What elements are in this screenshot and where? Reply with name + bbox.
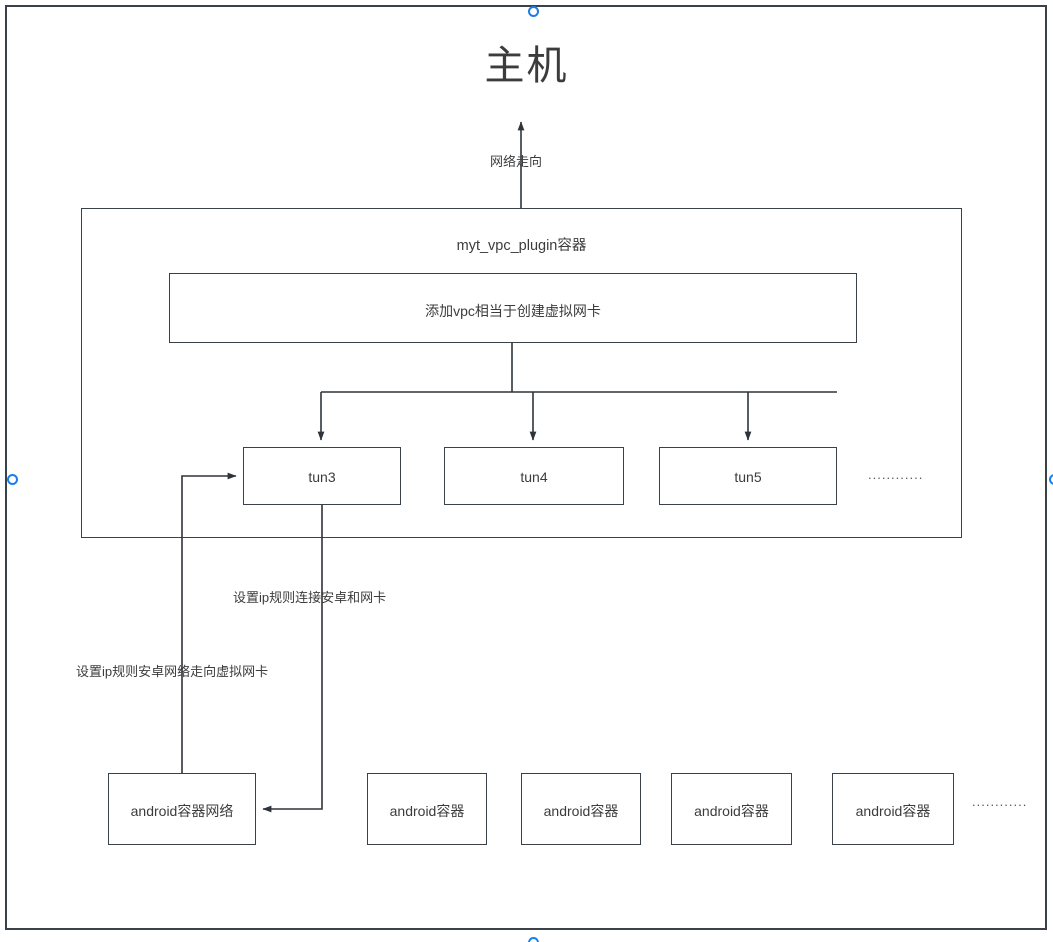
android-box-label: android容器 bbox=[855, 803, 931, 819]
tun-box-label: tun5 bbox=[734, 469, 762, 485]
vpc-description-label: 添加vpc相当于创建虚拟网卡 bbox=[425, 303, 601, 319]
android-container-network-box[interactable]: android容器网络 bbox=[108, 773, 256, 845]
edge-label-ip-rule-link: 设置ip规则连接安卓和网卡 bbox=[233, 590, 387, 605]
diagram-title: 主机 bbox=[484, 44, 569, 88]
android-box-label: android容器 bbox=[543, 803, 619, 819]
tun-box-tun5[interactable]: tun5 bbox=[659, 447, 837, 505]
tun-row-ellipsis: ............ bbox=[868, 467, 924, 482]
vpc-description-box[interactable]: 添加vpc相当于创建虚拟网卡 bbox=[169, 273, 857, 343]
android-container-box[interactable]: android容器 bbox=[521, 773, 641, 845]
edge-label-ip-rule-route: 设置ip规则安卓网络走向虚拟网卡 bbox=[76, 664, 269, 679]
tun-box-tun4[interactable]: tun4 bbox=[444, 447, 624, 505]
edge-label-network-flow: 网络走向 bbox=[490, 154, 543, 169]
tun-box-label: tun4 bbox=[520, 469, 548, 485]
resize-handle-top[interactable] bbox=[528, 6, 539, 17]
android-box-label: android容器网络 bbox=[130, 803, 234, 819]
tun-box-tun3[interactable]: tun3 bbox=[243, 447, 401, 505]
resize-handle-right[interactable] bbox=[1049, 474, 1053, 485]
android-row-ellipsis: ............ bbox=[972, 794, 1028, 809]
resize-handle-bottom[interactable] bbox=[528, 937, 539, 942]
android-box-label: android容器 bbox=[694, 803, 769, 819]
resize-handle-left[interactable] bbox=[7, 474, 18, 485]
android-container-box[interactable]: android容器 bbox=[832, 773, 954, 845]
android-box-label: android容器 bbox=[389, 803, 465, 819]
plugin-container-label: myt_vpc_plugin容器 bbox=[456, 238, 587, 254]
android-container-box[interactable]: android容器 bbox=[671, 773, 792, 845]
android-container-box[interactable]: android容器 bbox=[367, 773, 487, 845]
tun-box-label: tun3 bbox=[308, 469, 336, 485]
